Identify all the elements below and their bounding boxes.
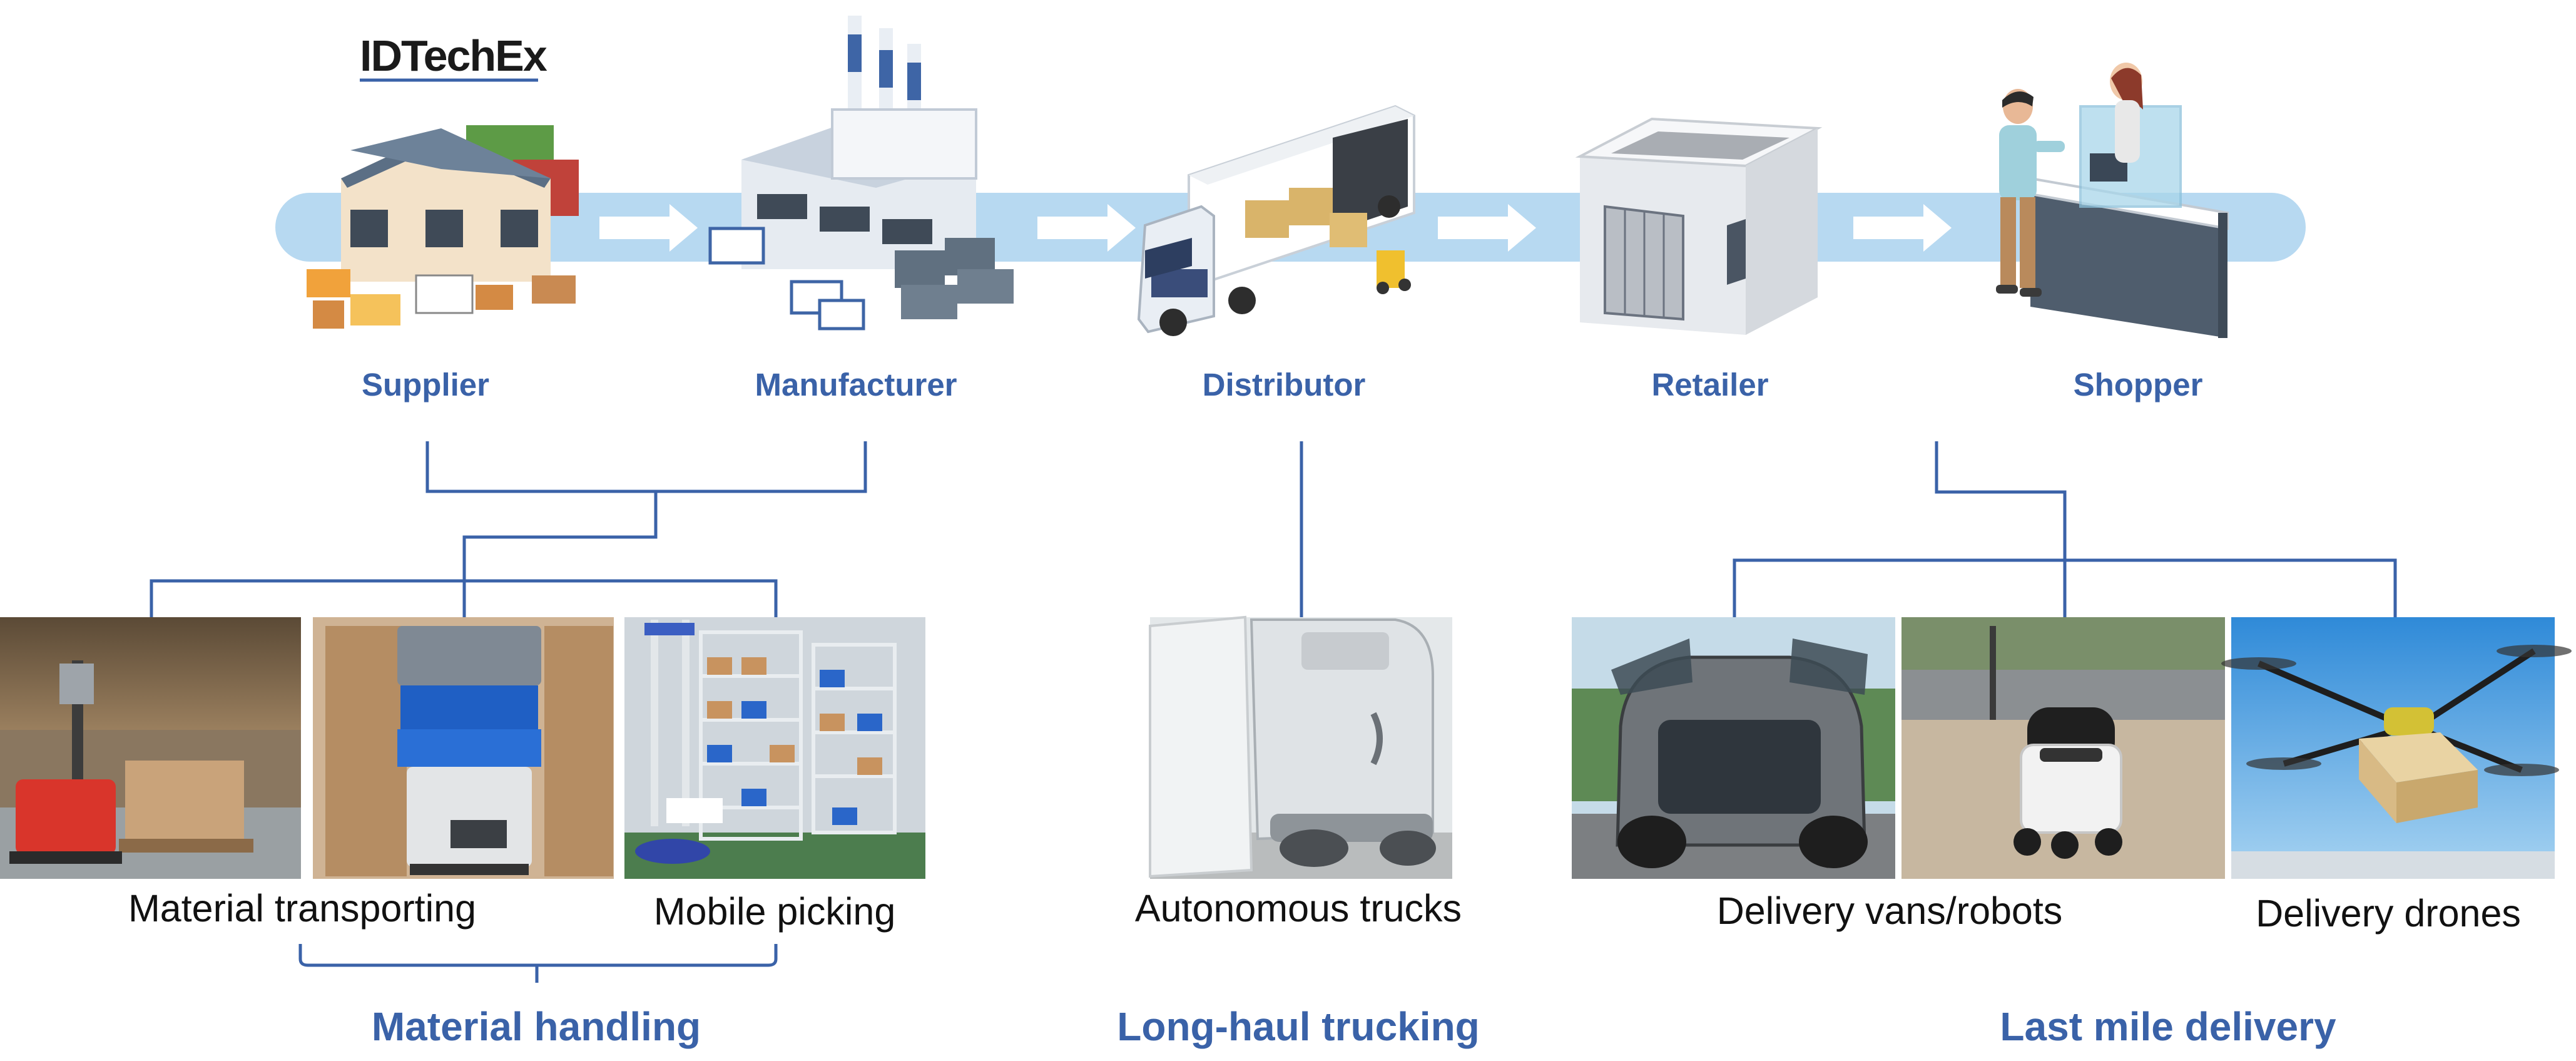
checkout-counter-icon bbox=[1996, 63, 2229, 338]
photo-mobile-robot-bins bbox=[313, 617, 614, 879]
photo-picking-robot-shelves bbox=[624, 617, 925, 879]
group-label-last-mile-delivery: Last mile delivery bbox=[2000, 1004, 2336, 1049]
photo-autonomous-truck bbox=[1149, 615, 1452, 879]
stage-label-distributor: Distributor bbox=[1203, 367, 1366, 402]
caption-mobile-picking: Mobile picking bbox=[654, 890, 896, 933]
logo-text: IDTechEx bbox=[360, 31, 547, 80]
flow-arrow-icon bbox=[599, 204, 698, 252]
store-icon bbox=[1575, 117, 1823, 335]
flow-arrow-icon bbox=[1037, 204, 1136, 252]
caption-delivery-vans-robots: Delivery vans/robots bbox=[1717, 889, 2063, 932]
stage-label-manufacturer: Manufacturer bbox=[755, 367, 957, 402]
connector-last-mile bbox=[1733, 441, 2397, 617]
stage-label-supplier: Supplier bbox=[362, 367, 489, 402]
photo-delivery-van bbox=[1572, 617, 1895, 879]
photo-forklift-agv bbox=[0, 617, 301, 879]
stage-label-shopper: Shopper bbox=[2074, 367, 2203, 402]
group-label-material-handling: Material handling bbox=[372, 1004, 701, 1049]
group-label-long-haul-trucking: Long-haul trucking bbox=[1117, 1004, 1480, 1049]
connector-material-handling bbox=[150, 441, 867, 617]
photo-delivery-drone bbox=[2221, 617, 2572, 879]
caption-delivery-drones: Delivery drones bbox=[2256, 892, 2521, 935]
truck-icon bbox=[1137, 105, 1415, 336]
flow-arrows bbox=[599, 204, 1952, 252]
idtechex-logo: IDTechEx bbox=[360, 31, 549, 82]
factory-icon bbox=[708, 16, 1014, 331]
bracket-material-handling bbox=[298, 944, 778, 983]
connector-lines bbox=[150, 441, 2397, 617]
flow-arrow-icon bbox=[1853, 204, 1952, 252]
caption-material-transporting: Material transporting bbox=[128, 887, 476, 930]
warehouse-icon bbox=[307, 125, 579, 329]
photo-sidewalk-robot bbox=[1901, 617, 2225, 879]
flow-arrow-icon bbox=[1438, 204, 1536, 252]
stage-label-retailer: Retailer bbox=[1651, 367, 1768, 402]
caption-autonomous-trucks: Autonomous trucks bbox=[1135, 887, 1462, 930]
